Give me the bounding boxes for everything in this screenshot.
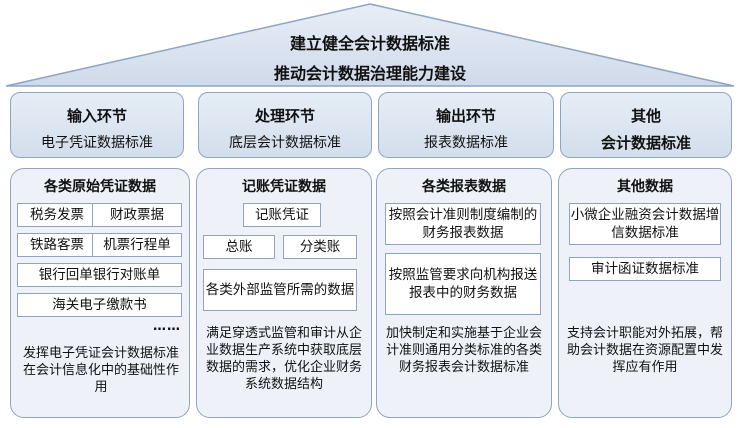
item-air-itinerary: 机票行程单: [92, 233, 182, 257]
panel-other-title: 其他数据: [617, 179, 673, 195]
header-other-title: 其他: [630, 107, 661, 125]
desc-input-stage: 发挥电子凭证会计数据标准在会计信息化中的基础性作用: [22, 346, 179, 395]
header-other-stage: 其他 会计数据标准: [560, 92, 732, 158]
desc-output-stage: 加快制定和实施基于企业会计准则通用分类标准的各类财务报表会计数据标准: [385, 326, 542, 375]
roof-shape: [5, 3, 735, 87]
item-subsidiary-ledger: 分类账: [283, 235, 357, 259]
desc-processing-stage: 满足穿透式监管和审计从企业数据生产系统中获取底层数据的需求，优化企业财务系统数据…: [205, 326, 362, 392]
panel-processing-title: 记账凭证数据: [242, 179, 326, 195]
panel-other-stage: 其他数据 小微企业融资会计数据增信数据标准 审计函证数据标准 支持会计职能对外拓…: [558, 168, 732, 418]
header-output-subtitle: 报表数据标准: [424, 135, 508, 151]
header-processing-subtitle: 底层会计数据标准: [229, 135, 341, 151]
roof-title-line1: 建立健全会计数据标准: [289, 34, 450, 53]
item-audit-confirmation-standard: 审计函证数据标准: [569, 257, 721, 281]
item-sme-financing-standard: 小微企业融资会计数据增信数据标准: [569, 203, 721, 245]
header-input-stage: 输入环节 电子凭证数据标准: [10, 92, 184, 158]
header-processing-stage: 处理环节 底层会计数据标准: [198, 92, 372, 158]
item-customs-payment: 海关电子缴款书: [17, 293, 182, 317]
panel-output-title: 各类报表数据: [422, 179, 506, 195]
item-general-ledger: 总账: [203, 235, 275, 259]
panel-processing-stage: 记账凭证数据 记账凭证 总账 分类账 各类外部监管所需的数据 满足穿透式监管和审…: [196, 168, 372, 418]
header-processing-title: 处理环节: [254, 107, 315, 125]
item-tax-invoice: 税务发票: [17, 203, 97, 227]
panel-input-title: 各类原始凭证数据: [44, 179, 156, 195]
panel-output-stage: 各类报表数据 按照会计准则制度编制的财务报表数据 按照监管要求向机构报送报表中的…: [376, 168, 552, 418]
item-bank-receipt: 银行回单银行对账单: [17, 263, 182, 287]
header-other-subtitle: 会计数据标准: [600, 134, 691, 152]
item-fiscal-bill: 财政票据: [92, 203, 182, 227]
roof-title-line2: 推动会计数据治理能力建设: [273, 64, 466, 83]
ellipsis: ……: [153, 319, 181, 334]
item-financial-statements: 按照会计准则制度编制的财务报表数据: [385, 203, 541, 245]
item-external-supervision-data: 各类外部监管所需的数据: [203, 269, 357, 311]
item-journal-voucher: 记账凭证: [243, 203, 321, 227]
desc-other-stage: 支持会计职能对外拓展，帮助会计数据在资源配置中发挥应有作用: [567, 326, 724, 375]
header-input-subtitle: 电子凭证数据标准: [41, 135, 153, 151]
item-regulatory-reporting: 按照监管要求向机构报送报表中的财务数据: [385, 253, 541, 315]
panel-input-stage: 各类原始凭证数据 税务发票 财政票据 铁路客票 机票行程单 银行回单银行对账单 …: [10, 168, 190, 418]
header-output-stage: 输出环节 报表数据标准: [378, 92, 554, 158]
header-output-title: 输出环节: [435, 107, 496, 125]
item-railway-ticket: 铁路客票: [17, 233, 97, 257]
header-input-title: 输入环节: [66, 107, 127, 125]
